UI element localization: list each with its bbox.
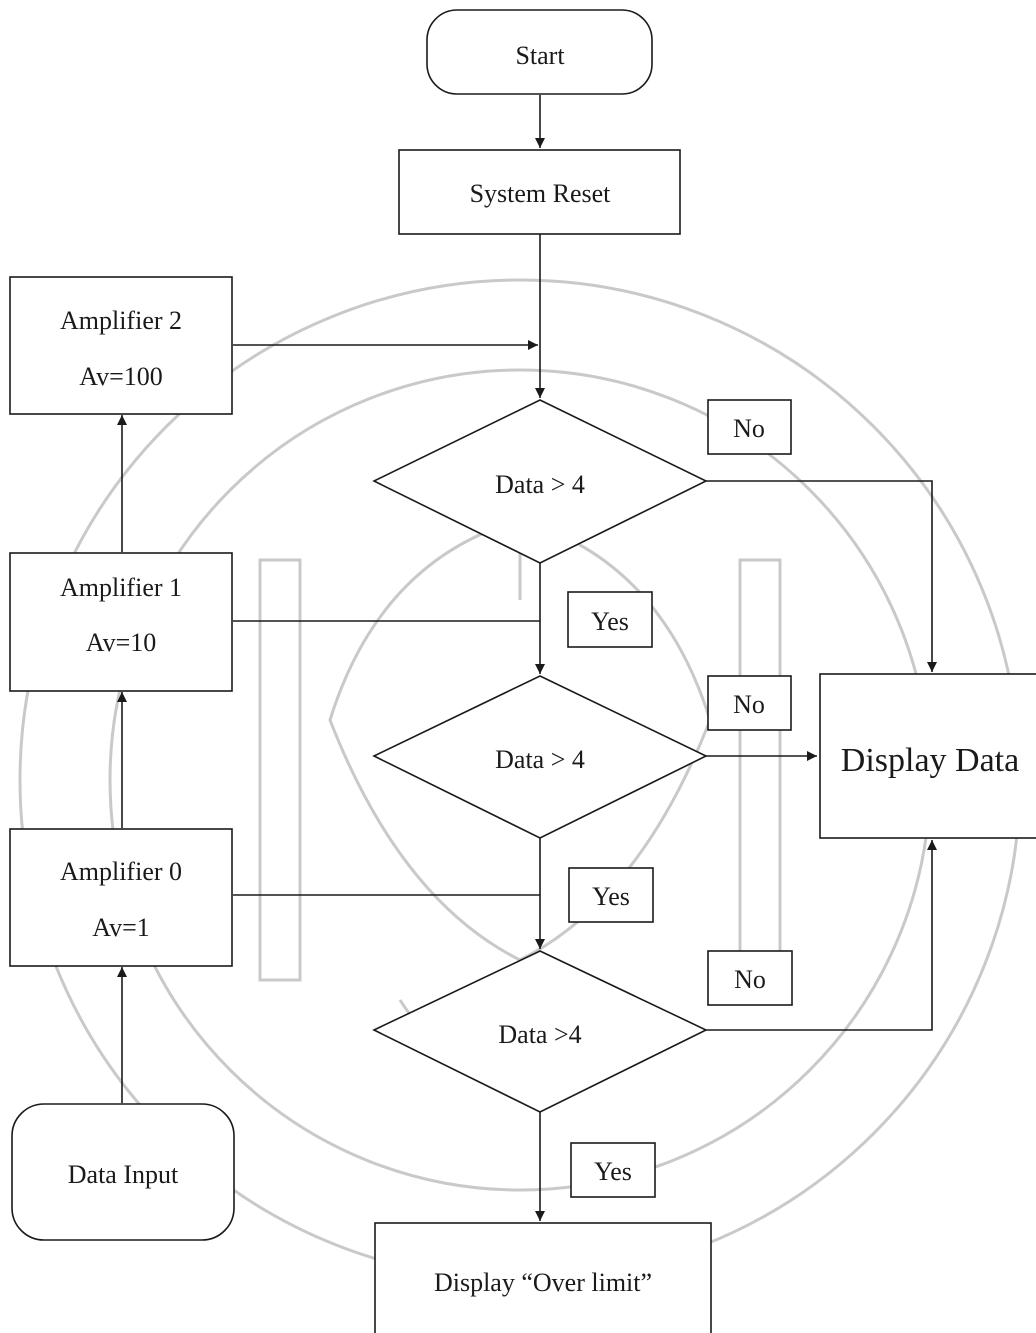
no-label-1-text: No bbox=[733, 414, 765, 443]
no-label-1: No bbox=[707, 399, 792, 455]
data-input-node: Data Input bbox=[11, 1103, 235, 1241]
connectors bbox=[117, 95, 937, 1221]
display-data-label: Display Data bbox=[841, 742, 1019, 779]
display-over-limit-label: Display “Over limit” bbox=[434, 1268, 652, 1297]
no-label-3-text: No bbox=[734, 965, 766, 994]
decision-3-label: Data >4 bbox=[498, 1020, 581, 1049]
decision-2-label: Data > 4 bbox=[495, 745, 585, 774]
amplifier-2-gain: Av=100 bbox=[79, 362, 163, 391]
system-reset-label: System Reset bbox=[470, 179, 612, 208]
display-data-node: Display Data bbox=[819, 673, 1036, 839]
amplifier-2-label: Amplifier 2 bbox=[60, 306, 182, 335]
yes-label-1: Yes bbox=[567, 591, 653, 648]
no-label-2-text: No bbox=[733, 690, 765, 719]
amplifier-1-gain: Av=10 bbox=[86, 628, 157, 657]
data-input-label: Data Input bbox=[68, 1160, 179, 1189]
amplifier-0-node: Amplifier 0 Av=1 bbox=[9, 828, 233, 967]
amplifier-0-label: Amplifier 0 bbox=[60, 857, 182, 886]
yes-label-2: Yes bbox=[568, 867, 654, 923]
no-label-3: No bbox=[707, 950, 793, 1006]
decision-3-node: Data >4 bbox=[372, 950, 708, 1113]
decision-1-label: Data > 4 bbox=[495, 470, 585, 499]
yes-label-3: Yes bbox=[570, 1142, 656, 1198]
yes-label-3-text: Yes bbox=[594, 1157, 632, 1186]
amplifier-1-label: Amplifier 1 bbox=[60, 573, 182, 602]
amplifier-2-node: Amplifier 2 Av=100 bbox=[9, 276, 233, 415]
decision-1-node: Data > 4 bbox=[372, 399, 708, 564]
yes-label-1-text: Yes bbox=[591, 607, 629, 636]
no-label-2: No bbox=[707, 675, 792, 731]
start-label: Start bbox=[515, 41, 565, 70]
yes-label-2-text: Yes bbox=[592, 882, 630, 911]
system-reset-node: System Reset bbox=[398, 149, 681, 235]
start-node: Start bbox=[426, 9, 653, 95]
amplifier-0-gain: Av=1 bbox=[92, 913, 150, 942]
arrow-decision1-no-to-display bbox=[706, 480, 937, 672]
arrow-decision3-no-to-display bbox=[706, 840, 937, 1031]
display-over-limit-node: Display “Over limit” bbox=[374, 1222, 712, 1333]
decision-2-node: Data > 4 bbox=[372, 675, 708, 839]
amplifier-1-node: Amplifier 1 Av=10 bbox=[9, 552, 233, 692]
